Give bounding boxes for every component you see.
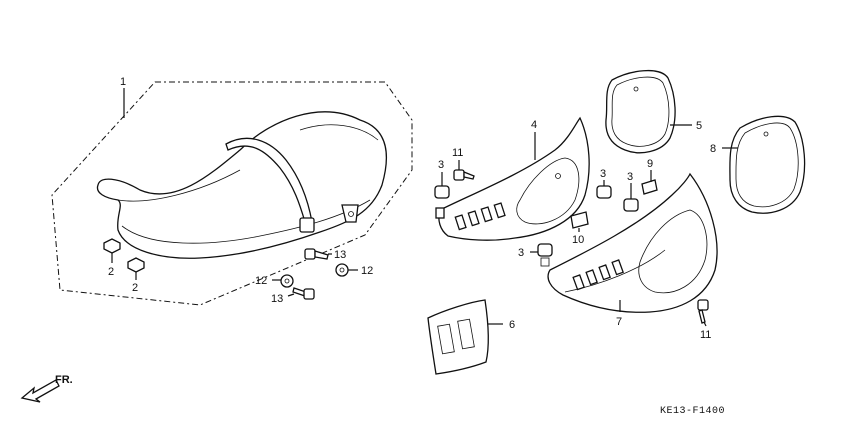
washer-12b: [335, 263, 349, 277]
bolt-13a: [304, 248, 329, 260]
callout-7: 7: [616, 316, 622, 328]
callout-12a: 12: [255, 275, 267, 287]
gasket-5: [605, 69, 676, 154]
seat: [96, 111, 388, 259]
diagram-code: KE13-F1400: [660, 406, 725, 417]
callout-2b: 2: [132, 282, 138, 294]
callout-3d: 3: [518, 247, 524, 259]
direction-label: FR.: [55, 374, 73, 386]
grommet-3d: [537, 243, 553, 267]
screw-11b: [697, 299, 709, 324]
callout-5: 5: [696, 120, 702, 132]
callout-1: 1: [120, 76, 126, 88]
grommet-3a: [434, 185, 450, 199]
side-cover-left: [435, 116, 590, 241]
side-cover-right: [547, 172, 718, 313]
callout-11a: 11: [452, 147, 463, 159]
grommet-2a: [103, 238, 121, 254]
callout-4: 4: [531, 119, 537, 131]
grommet-3c: [623, 198, 639, 212]
callout-8: 8: [710, 143, 716, 155]
callout-3c: 3: [627, 171, 633, 183]
grommet-3b: [596, 185, 612, 199]
seat-assembly-outline: [51, 81, 413, 306]
callout-2a: 2: [108, 266, 114, 278]
gasket-8: [729, 115, 806, 214]
callout-6: 6: [509, 319, 515, 331]
front-direction-arrow: FR.: [20, 374, 73, 403]
label-10: [570, 211, 589, 229]
callout-9: 9: [647, 158, 653, 170]
callout-13b: 13: [271, 293, 283, 305]
screw-11a: [453, 169, 475, 181]
leader-lines: [111, 88, 738, 327]
callout-13a: 13: [334, 249, 346, 261]
plate-6: [427, 299, 489, 375]
washer-12a: [280, 274, 294, 288]
callout-10: 10: [572, 234, 584, 246]
callout-12b: 12: [361, 265, 373, 277]
callout-3b: 3: [600, 168, 606, 180]
grommet-2b: [127, 257, 145, 273]
callout-3a: 3: [438, 159, 444, 171]
bolt-13b: [292, 287, 315, 300]
label-9: [641, 179, 658, 195]
callout-11b: 11: [700, 329, 711, 341]
